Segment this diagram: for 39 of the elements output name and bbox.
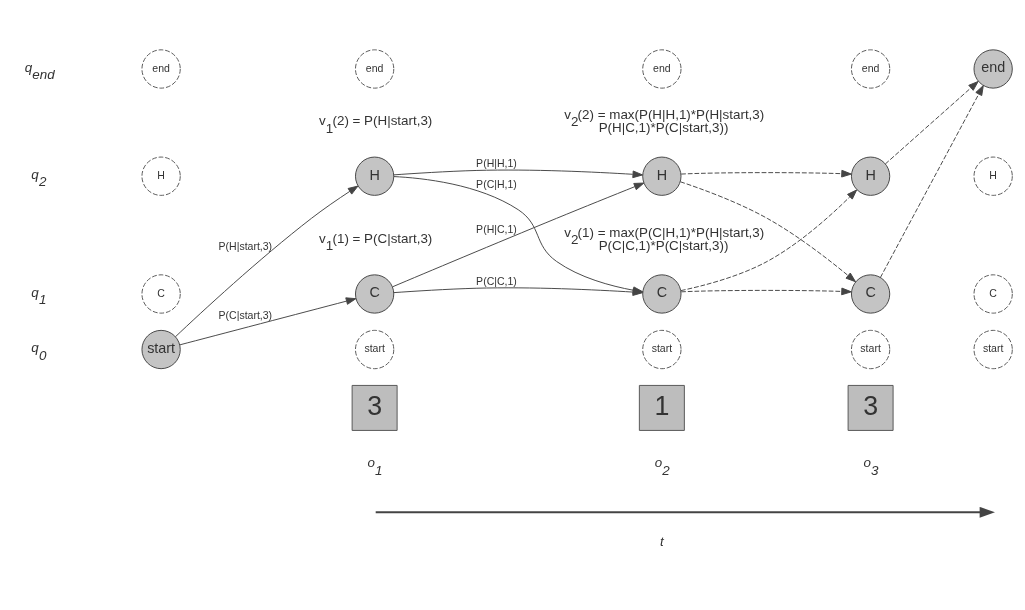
node-circle: end	[355, 49, 395, 89]
arrow	[680, 287, 852, 296]
node-circle: H	[355, 156, 395, 196]
arrow	[884, 81, 979, 165]
node-circle: start	[973, 329, 1013, 370]
arrow	[680, 189, 858, 292]
label: t	[659, 533, 664, 549]
edge-label: P(C|start,3)	[218, 308, 273, 321]
node-circle: H	[642, 156, 682, 196]
node-circle: end	[642, 49, 682, 89]
node-circle: C	[850, 274, 891, 314]
node-box: 3	[847, 384, 894, 431]
edge-label: P(H|start,3)	[218, 239, 273, 252]
edge-label: P(H|C,1)	[476, 222, 517, 235]
node-circle: H	[141, 156, 181, 196]
arrow	[680, 169, 852, 178]
node-circle: H	[973, 156, 1013, 196]
arrow	[179, 297, 357, 346]
node-circle: start	[642, 329, 682, 370]
node-circle: start	[850, 329, 891, 370]
node-circle: H	[850, 156, 891, 196]
node-circle: C	[973, 274, 1013, 314]
node-circle: start	[355, 329, 395, 370]
node-box: 1	[638, 384, 685, 431]
node-box: 3	[351, 384, 398, 431]
node-circle: start	[141, 329, 181, 370]
edge-label: P(H|H,1)	[476, 157, 517, 170]
arrow	[679, 181, 856, 283]
node-circle: C	[642, 274, 682, 314]
node-circle: end	[850, 49, 891, 89]
node-circle: C	[141, 274, 181, 314]
arrow	[175, 185, 359, 338]
edge-label: P(C|C,1)	[476, 275, 517, 288]
arrow	[393, 169, 644, 179]
edge-label: P(C|H,1)	[476, 178, 517, 191]
node-circle: C	[355, 274, 395, 314]
node-circle: end	[141, 49, 181, 89]
node-circle: end	[973, 49, 1013, 89]
arrow	[879, 85, 984, 278]
